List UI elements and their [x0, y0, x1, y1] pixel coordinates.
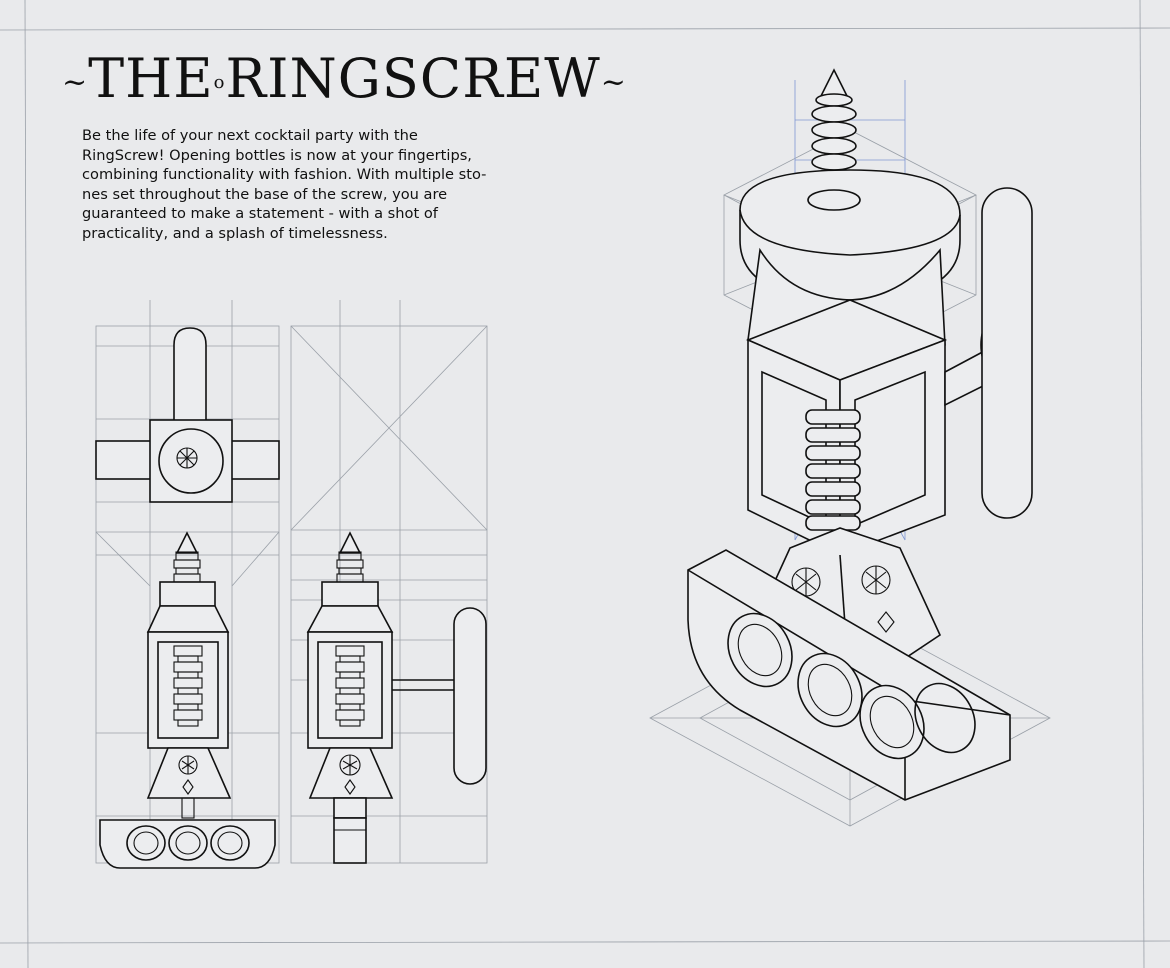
title-separator: o [213, 72, 226, 93]
title-word-ringscrew: RINGSCREW [225, 47, 601, 110]
product-description: Be the life of your next cocktail party … [82, 126, 522, 243]
description-line: nes set throughout the base of the screw… [82, 185, 448, 203]
front-view [96, 531, 279, 869]
description-line: practicality, and a splash of timelessne… [82, 224, 388, 242]
iso-screw-threads [805, 409, 861, 531]
description-line: Be the life of your next cocktail party … [82, 127, 418, 144]
description-line: combining functionality with fashion. Wi… [82, 166, 487, 183]
title-ornament-left: ~ [62, 65, 89, 100]
description-line: RingScrew! Opening bottles is now at you… [82, 146, 472, 164]
isometric-view [649, 68, 1051, 827]
title-ornament-right: ~ [600, 65, 627, 100]
description-line: guaranteed to make a statement - with a … [82, 205, 438, 222]
page-title: ~THEoRINGSCREW~ [62, 44, 626, 114]
side-view [290, 300, 488, 864]
title-word-the: THE [88, 47, 214, 110]
top-view [95, 300, 280, 864]
